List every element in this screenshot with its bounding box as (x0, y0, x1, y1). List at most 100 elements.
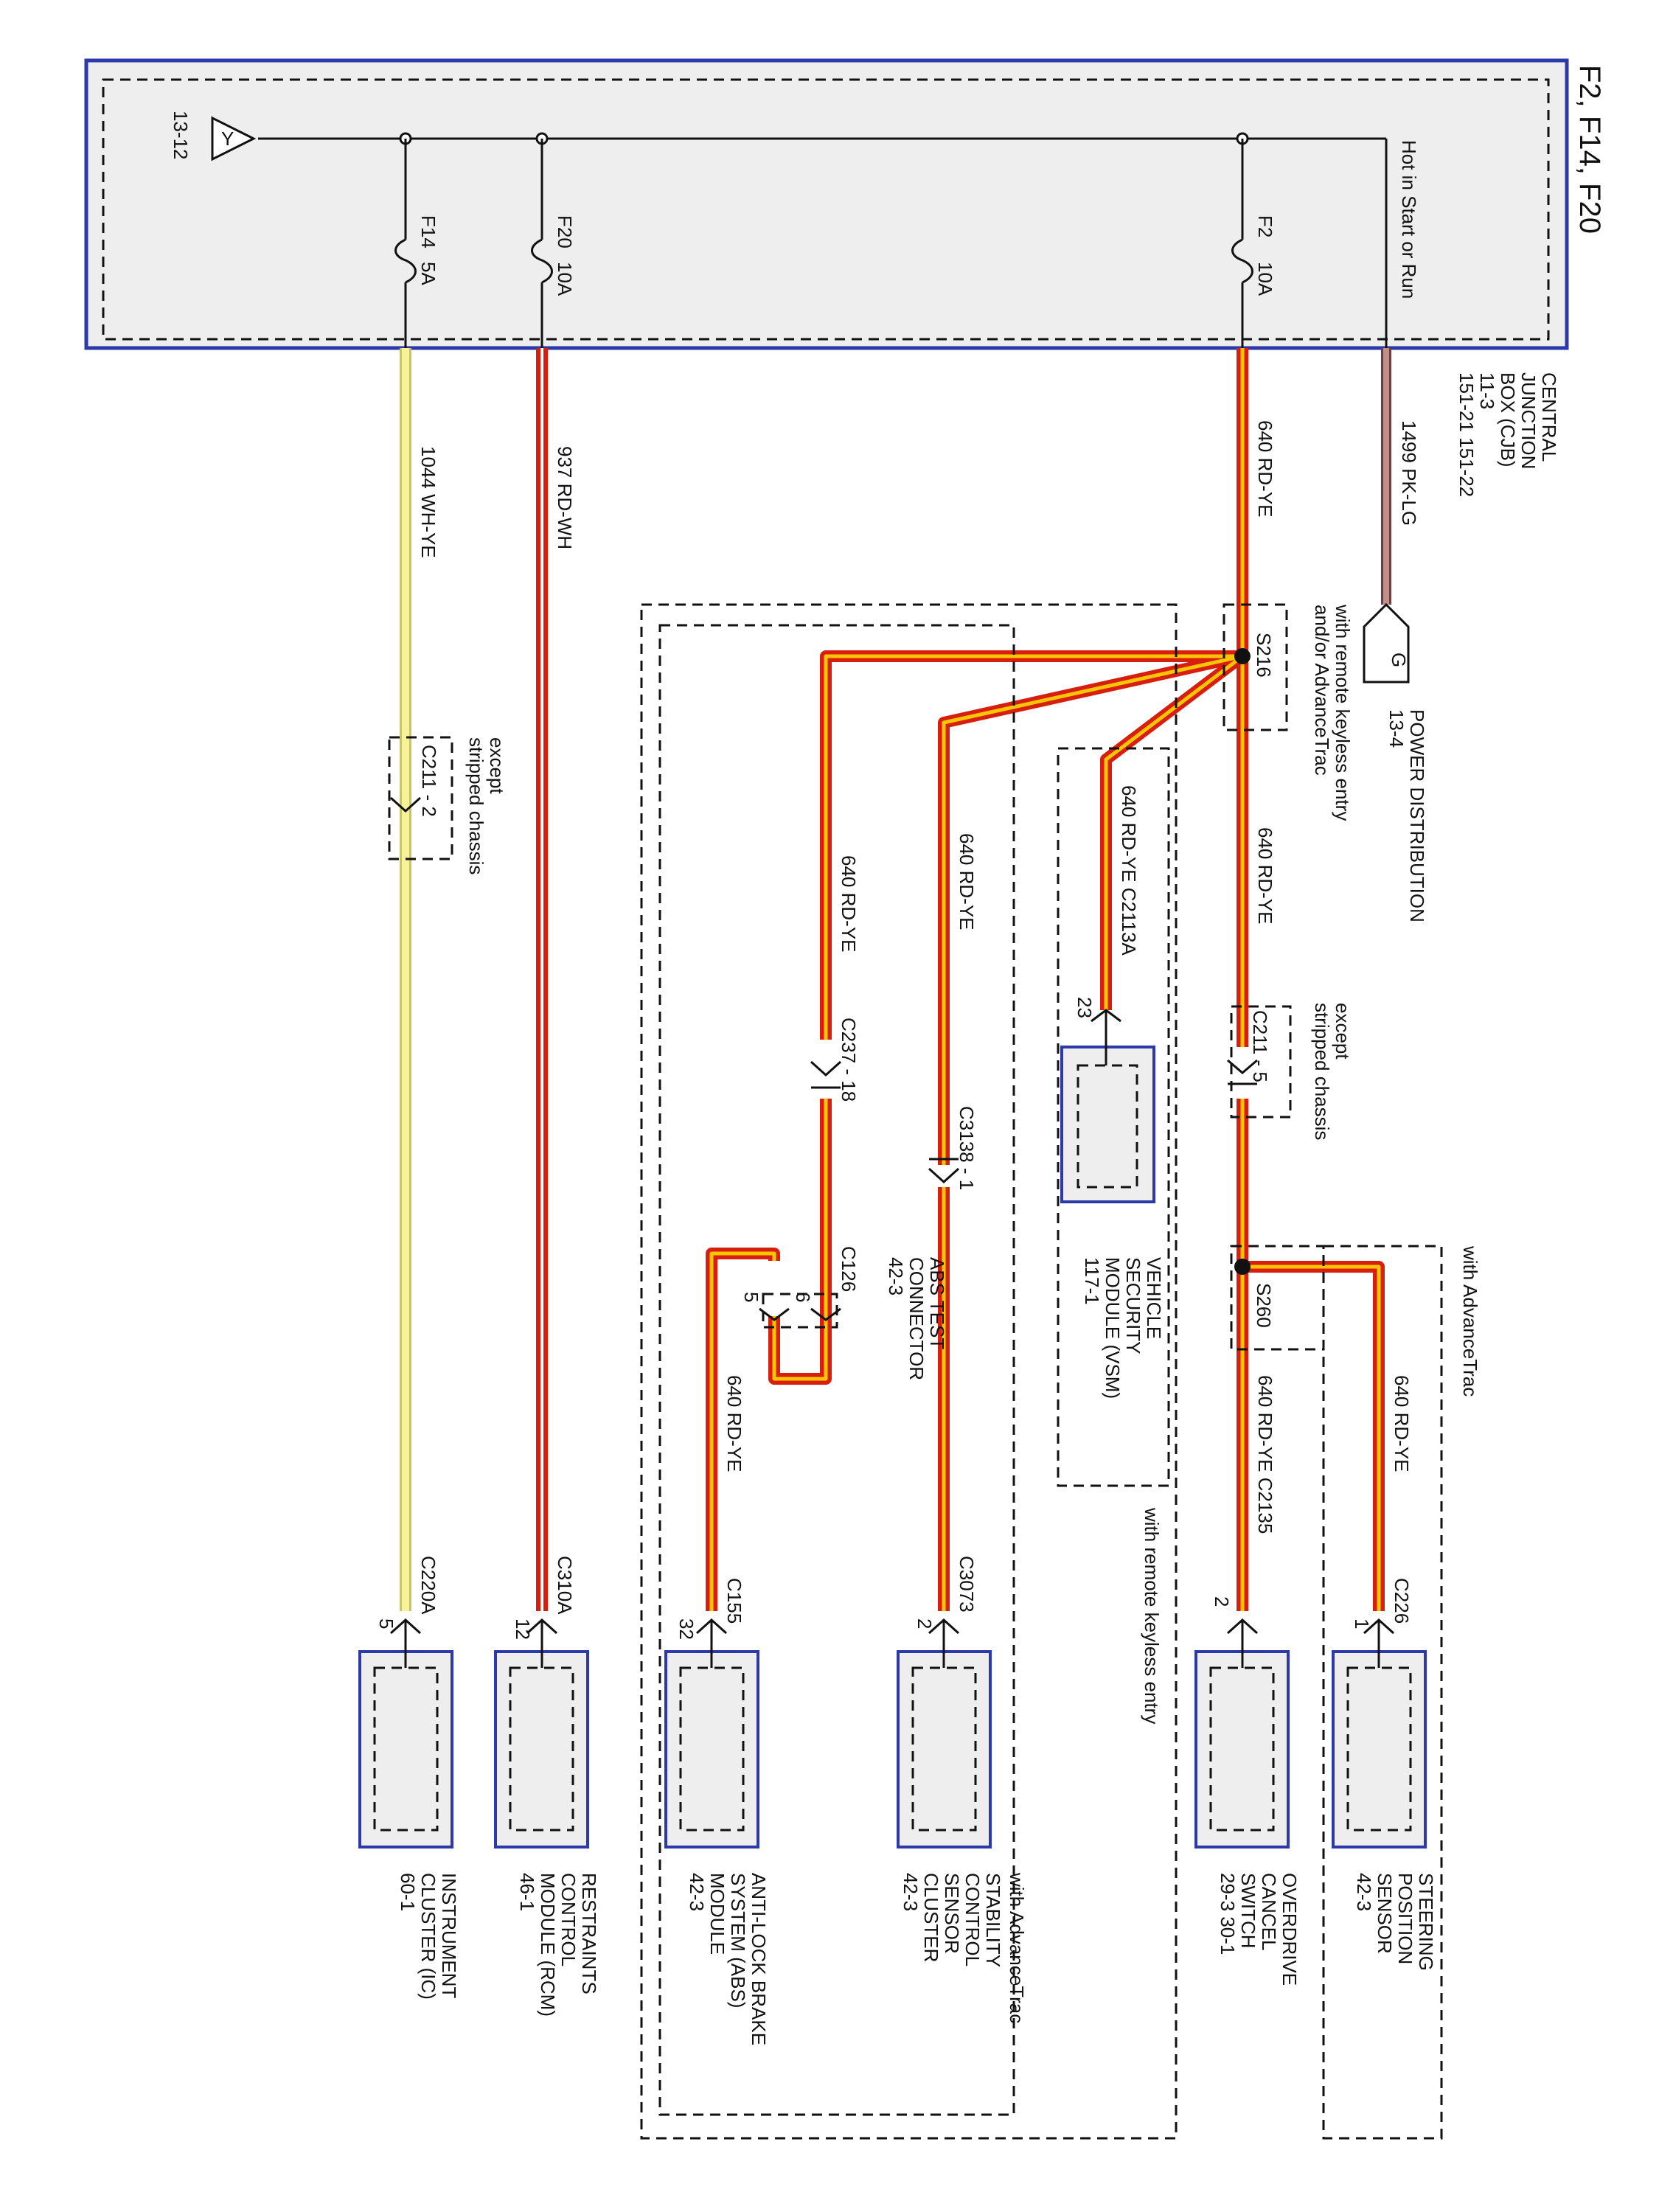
rcm-line-4: 46-1 (516, 1873, 538, 1911)
c3073-pin: 2 (914, 1618, 936, 1629)
module-rcm-label: RESTRAINTS CONTROL MODULE (RCM) 46-1 (516, 1873, 600, 2017)
advancetrac-abs-label: with AdvanceTrac (1006, 1872, 1028, 2023)
sps-line-2: POSITION (1394, 1873, 1416, 1964)
cjb-label-line-5: 151-21 151-22 (1455, 372, 1478, 497)
vsm-line-2: SECURITY (1122, 1257, 1144, 1354)
vsm-line-1: VEHICLE (1143, 1257, 1165, 1339)
wire-640-abs-c237-label: 640 RD-YE (838, 855, 860, 953)
module-rcm-inner (509, 1666, 574, 1832)
ocs-line-3: SWITCH (1237, 1873, 1259, 1949)
module-vehicle-security (1060, 1046, 1155, 1203)
module-ocs-inner (1209, 1666, 1275, 1832)
scsc-line-2: CONTROL (961, 1873, 984, 1966)
s216-condition-label-2: and/or AdvanceTrac (1311, 605, 1333, 776)
ocs-line-1: OVERDRIVE (1279, 1873, 1301, 1986)
scsc-line-1: STABILITY (982, 1873, 1004, 1967)
sps-line-3: SENSOR (1374, 1873, 1396, 1954)
module-vsm-inner (1077, 1064, 1138, 1189)
c3138-label: C3138 - 1 (956, 1106, 978, 1190)
wire-640-vsm-label: 640 RD-YE C2113A (1118, 785, 1140, 956)
ground-symbol-letter: Y (221, 128, 234, 150)
advancetrac-abs-box (658, 624, 1015, 2116)
module-ic-inner (373, 1666, 439, 1832)
c211-2-label: C211 - 2 (418, 745, 440, 817)
module-sps-inner (1346, 1666, 1412, 1832)
abs-test-line-1: ABS TEST (926, 1257, 948, 1349)
scsc-line-3: SENSOR (941, 1873, 963, 1954)
ground-ref-label: 13-12 (170, 111, 192, 160)
ic-line-3: 60-1 (397, 1873, 419, 1911)
abs-line-4: 42-3 (686, 1873, 708, 1911)
cjb-label: CENTRAL JUNCTION BOX (CJB) 11-3 151-21 1… (1455, 372, 1560, 497)
module-scsc-inner (911, 1666, 977, 1832)
c211-2-condition-box (388, 736, 453, 860)
rcm-line-1: RESTRAINTS (578, 1873, 600, 1994)
c126-pin6-icon (810, 1307, 841, 1321)
module-abs-inner (679, 1666, 745, 1832)
c220a-pin: 5 (375, 1618, 397, 1629)
module-scsc-label: STABILITY CONTROL SENSOR CLUSTER 42-3 (900, 1873, 1004, 1967)
rcm-line-2: CONTROL (557, 1873, 580, 1966)
wire-640-abs-conn-label: 640 RD-YE (956, 833, 978, 931)
power-distribution-letter: G (1388, 653, 1410, 667)
module-abs-label: ANTI-LOCK BRAKE SYSTEM (ABS) MODULE 42-3 (686, 1873, 770, 2045)
fuse-f2-rating: 10A (1254, 262, 1276, 296)
cjb-label-line-4: 11-3 (1476, 372, 1498, 409)
s216-condition-label-1: with remote keyless entry (1332, 604, 1354, 821)
abs-line-2: SYSTEM (ABS) (727, 1873, 749, 2008)
c211-5-condition-1: except (1332, 1003, 1354, 1060)
wire-640-ocs-label: 640 RD-YE C2135 (1254, 1375, 1276, 1534)
fuse-f2-icon (1231, 238, 1253, 284)
s216-condition-box (1222, 603, 1288, 731)
wire-640-main-label: 640 RD-YE (1254, 420, 1276, 518)
c2113a-pin: 23 (1074, 997, 1096, 1018)
wire-640-abs-module-label: 640 RD-YE (723, 1375, 745, 1472)
wire-937-label: 937 RD-WH (554, 446, 576, 549)
c237-connector-icon (810, 1060, 842, 1077)
c211-5-connector-icon (1227, 1059, 1258, 1074)
c226-pin: 1 (1351, 1618, 1373, 1629)
c2135-pin: 2 (1211, 1596, 1233, 1607)
c211-5-label: C211 - 5 (1249, 1010, 1271, 1082)
fuse-f14-icon (394, 238, 417, 284)
abs-test-line-2: CONNECTOR (905, 1257, 928, 1380)
splice-s260 (1234, 1259, 1251, 1275)
splice-s260-label: S260 (1253, 1283, 1275, 1328)
c126-pin6: 6 (792, 1292, 814, 1302)
c126-pin5: 5 (740, 1292, 762, 1302)
abs-test-connector-label: ABS TEST CONNECTOR 42-3 (885, 1257, 948, 1380)
ocs-line-4: 29-3 30-1 (1217, 1873, 1239, 1955)
cjb-label-line-2: JUNCTION (1517, 372, 1540, 469)
c155-pin: 32 (675, 1618, 698, 1640)
cjb-inner-dashed (102, 78, 1550, 341)
cjb-label-line-3: BOX (CJB) (1497, 372, 1519, 467)
c211-2-connector-icon (389, 796, 422, 813)
abs-line-3: MODULE (706, 1873, 728, 1955)
c310a-label: C310A (554, 1556, 576, 1615)
c237-label: C237 - 18 (838, 1018, 860, 1102)
abs-test-line-3: 42-3 (885, 1257, 907, 1295)
cjb-hot-label: Hot in Start or Run (1398, 140, 1420, 299)
power-distribution-connector-icon (1363, 602, 1410, 684)
c211-2-condition-2: stripped chassis (465, 737, 487, 874)
fuse-f2-id: F2 (1254, 215, 1276, 237)
fuse-f20-id: F20 (554, 215, 576, 248)
c3073-label: C3073 (956, 1556, 978, 1613)
advancetrac-steering-label: with AdvanceTrac (1459, 1245, 1481, 1397)
c3138-connector-icon (928, 1167, 960, 1184)
scsc-line-4: CLUSTER (920, 1873, 942, 1962)
abs-line-1: ANTI-LOCK BRAKE (748, 1873, 770, 2045)
sps-line-4: 42-3 (1353, 1873, 1375, 1911)
c155-label: C155 (723, 1578, 745, 1624)
splice-s216-label: S216 (1253, 633, 1275, 678)
c126-label: C126 (838, 1246, 860, 1292)
s260-condition-box (1230, 1245, 1325, 1351)
cjb-label-line-1: CENTRAL (1538, 372, 1560, 462)
module-ocs-label: OVERDRIVE CANCEL SWITCH 29-3 30-1 (1217, 1873, 1301, 1986)
fuse-f14-id: F14 (417, 215, 439, 248)
remote-keyless-label: with remote keyless entry (1141, 1507, 1163, 1724)
c126-pin5-icon (759, 1307, 790, 1321)
fuse-f14-rating: 5A (417, 262, 439, 285)
fuse-f20-icon (531, 238, 553, 284)
c226-label: C226 (1391, 1578, 1413, 1624)
